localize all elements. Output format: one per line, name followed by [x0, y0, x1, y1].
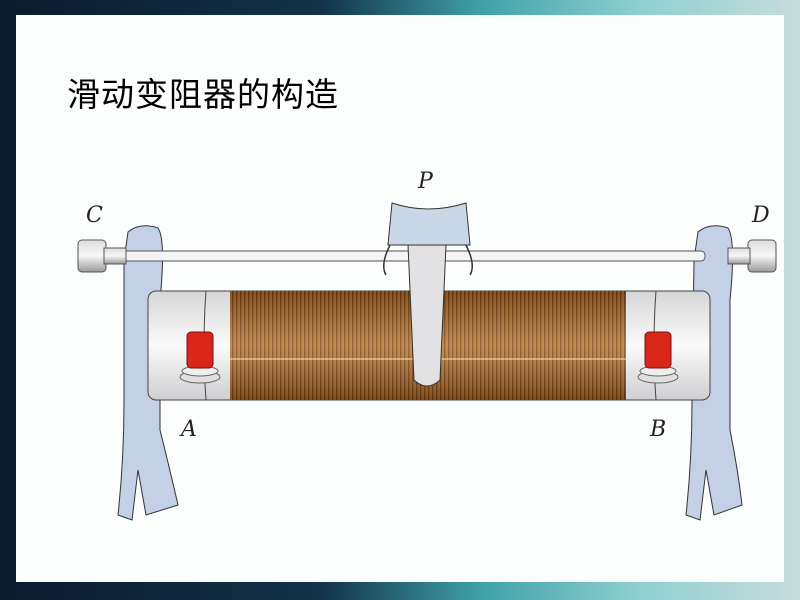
slider-p[interactable] — [383, 202, 473, 387]
label-p: P — [417, 169, 434, 194]
label-b: B — [649, 417, 666, 442]
terminal-c-knob — [77, 239, 127, 273]
label-c: C — [86, 203, 103, 228]
slide-title: 滑动变阻器的构造 — [67, 75, 339, 114]
terminal-b — [637, 331, 679, 384]
terminal-d-knob — [727, 239, 777, 273]
terminal-a — [179, 331, 221, 384]
label-a: A — [179, 417, 197, 442]
label-d: D — [751, 203, 770, 228]
